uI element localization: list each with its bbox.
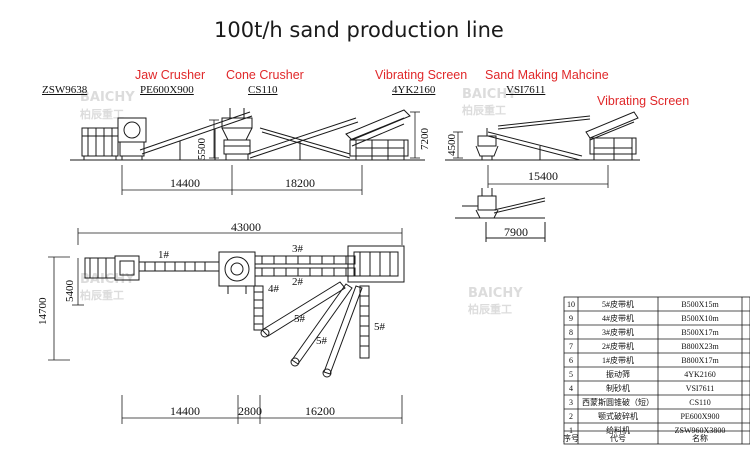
watermark: BAICHY 柏辰重工 BAICHY 柏辰重工 BAICHY 柏辰重工 BAIC… [80,87,523,316]
table-cell-no: 3 [569,398,573,407]
dimension-text: 14400 [170,404,200,418]
table-cell-no: 9 [569,314,573,323]
dimension-text: 14700 [37,297,49,325]
table-cell-no: 4 [569,384,573,393]
feeder-model: ZSW9638 [42,84,88,96]
table-cell-spec: 4YK2160 [684,370,716,379]
table-cell-spec: B800X17m [681,356,719,365]
table-cell-name: 给料机 [606,425,630,435]
watermark-text: BAICHY [462,87,517,102]
table-cell-spec: VSI7611 [686,384,715,393]
table-cell-no: 6 [569,356,573,365]
cone-crusher-machine [221,108,253,160]
table-cell-spec: B500X10m [681,314,719,323]
cone-model: CS110 [248,84,278,96]
conveyor-belt [497,115,591,130]
watermark-text: BAICHY [468,286,523,301]
vibrating-screen-machine [345,109,411,160]
dimension-text: 5400 [64,280,76,303]
table-cell-spec: B500X17m [681,328,719,337]
watermark-text: BAICHY [80,272,135,287]
table-cell-name: 5#皮带机 [602,299,634,309]
table-cell-spec: B800X23m [681,342,719,351]
cone-crusher-label: Cone Crusher [226,68,304,82]
table-cell-spec: ZSW960X3800 [675,426,726,435]
watermark-text: 柏辰重工 [80,107,124,121]
table-cell-name: 2#皮带机 [602,341,634,351]
table-cell-no: 5 [569,370,573,379]
sand-making-machine [475,128,499,160]
feeder-machine [81,127,119,160]
conveyor-label: 2# [292,276,304,288]
table-cell-no: 10 [567,300,575,309]
dimension-text: 4500 [446,134,458,157]
table-cell-no: 2 [569,412,573,421]
table-cell-name: 4#皮带机 [602,313,634,323]
conveyor-belt [487,131,583,161]
dimension-text: 43000 [231,220,261,234]
table-header-no: 序号 [563,433,579,443]
table-cell-name: 3#皮带机 [602,327,634,337]
conveyor-label: 5# [316,335,328,347]
table-rows: 10 5#皮带机 B500X15m 9 4#皮带机 B500X10m 8 3#皮带机 B500X… [563,299,725,443]
jaw-crusher-machine [117,117,147,160]
sand-making-label: Sand Making Mahcine [485,68,609,82]
screen-model: 4YK2160 [392,84,436,96]
table-header-spec: 名称 [692,433,708,443]
conveyor-label: 5# [374,321,386,333]
dimension-text: 15400 [528,169,558,183]
jaw-model: PE600X900 [140,84,194,96]
table-cell-spec: CS110 [689,398,711,407]
table-cell-spec: B500X15m [681,300,719,309]
watermark-text: 柏辰重工 [468,302,512,316]
table-cell-name: 西蒙斯圆锥破（短） [582,397,654,407]
table-cell-name: 振动筛 [606,369,630,379]
conveyor-label: 4# [268,283,280,295]
equipment-table: 10 5#皮带机 B500X15m 9 4#皮带机 B500X10m 8 3#皮带机 B500X… [563,296,750,445]
dimension-text: 16200 [305,404,335,418]
dimension-lines [121,111,609,195]
vibrating-screen-machine [585,111,639,160]
table-cell-no: 7 [569,342,573,351]
watermark-text: 柏辰重工 [80,288,124,302]
dimension-text: 2800 [238,404,262,418]
conveyor-belt [259,127,351,159]
vibrating-screen-label-2: Vibrating Screen [597,94,690,108]
watermark-text: 柏辰重工 [462,103,506,117]
page-title: 100t/h sand production line [214,18,504,42]
plan-view [48,228,405,424]
sand-machine-side-view [455,188,546,242]
conveyor-label: 3# [292,243,304,255]
conveyor-label: 5# [294,313,306,325]
dimension-text: 5500 [196,138,208,161]
dimension-text: 18200 [285,176,315,190]
conveyor-belt [247,117,359,160]
table-cell-name: 制砂机 [606,383,630,393]
dimension-text: 14400 [170,176,200,190]
dimension-text: 7200 [419,128,431,151]
sand-model: VSI7611 [506,84,546,96]
table-cell-no: 8 [569,328,573,337]
conveyor-label: 1# [158,249,170,261]
elevation-view [70,108,640,242]
jaw-crusher-label: Jaw Crusher [135,68,206,82]
table-cell-spec: PE600X900 [680,412,719,421]
table-cell-name: 1#皮带机 [602,355,634,365]
table-cell-name: 颚式破碎机 [598,411,638,421]
watermark-text: BAICHY [80,90,135,105]
vibrating-screen-label: Vibrating Screen [375,68,468,82]
table-header-name: 代号 [610,433,626,443]
table-cell-no: 1 [569,426,573,435]
dimension-text: 7900 [504,225,528,239]
